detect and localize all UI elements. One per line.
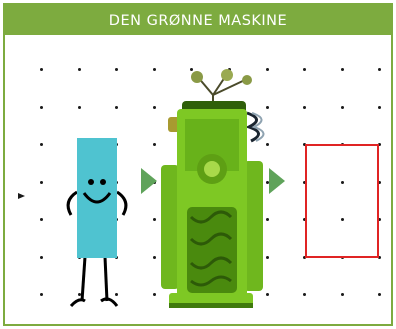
grid-dot	[40, 218, 43, 221]
input-shape	[77, 138, 117, 258]
answer-box[interactable]	[305, 144, 379, 258]
green-machine	[155, 67, 267, 313]
grid-dot	[40, 143, 43, 146]
grid-dot	[115, 68, 118, 71]
grid-dot	[341, 68, 344, 71]
grid-dot	[303, 106, 306, 109]
grid-dot	[341, 106, 344, 109]
grid-dot	[378, 106, 381, 109]
grid-dot	[40, 181, 43, 184]
flow-arrow-icon	[268, 167, 288, 195]
grid-dot	[341, 293, 344, 296]
grid-dot	[303, 68, 306, 71]
start-arrow-icon	[17, 191, 27, 201]
grid-dot	[78, 106, 81, 109]
grid-dot	[303, 293, 306, 296]
grid-dot	[40, 293, 43, 296]
grid-dot	[378, 293, 381, 296]
grid-dot	[378, 68, 381, 71]
grid-dot	[115, 106, 118, 109]
grid-dot	[40, 256, 43, 259]
input-figure	[57, 135, 137, 313]
grid-dot	[78, 68, 81, 71]
grid-dot	[40, 106, 43, 109]
grid-dot	[40, 68, 43, 71]
